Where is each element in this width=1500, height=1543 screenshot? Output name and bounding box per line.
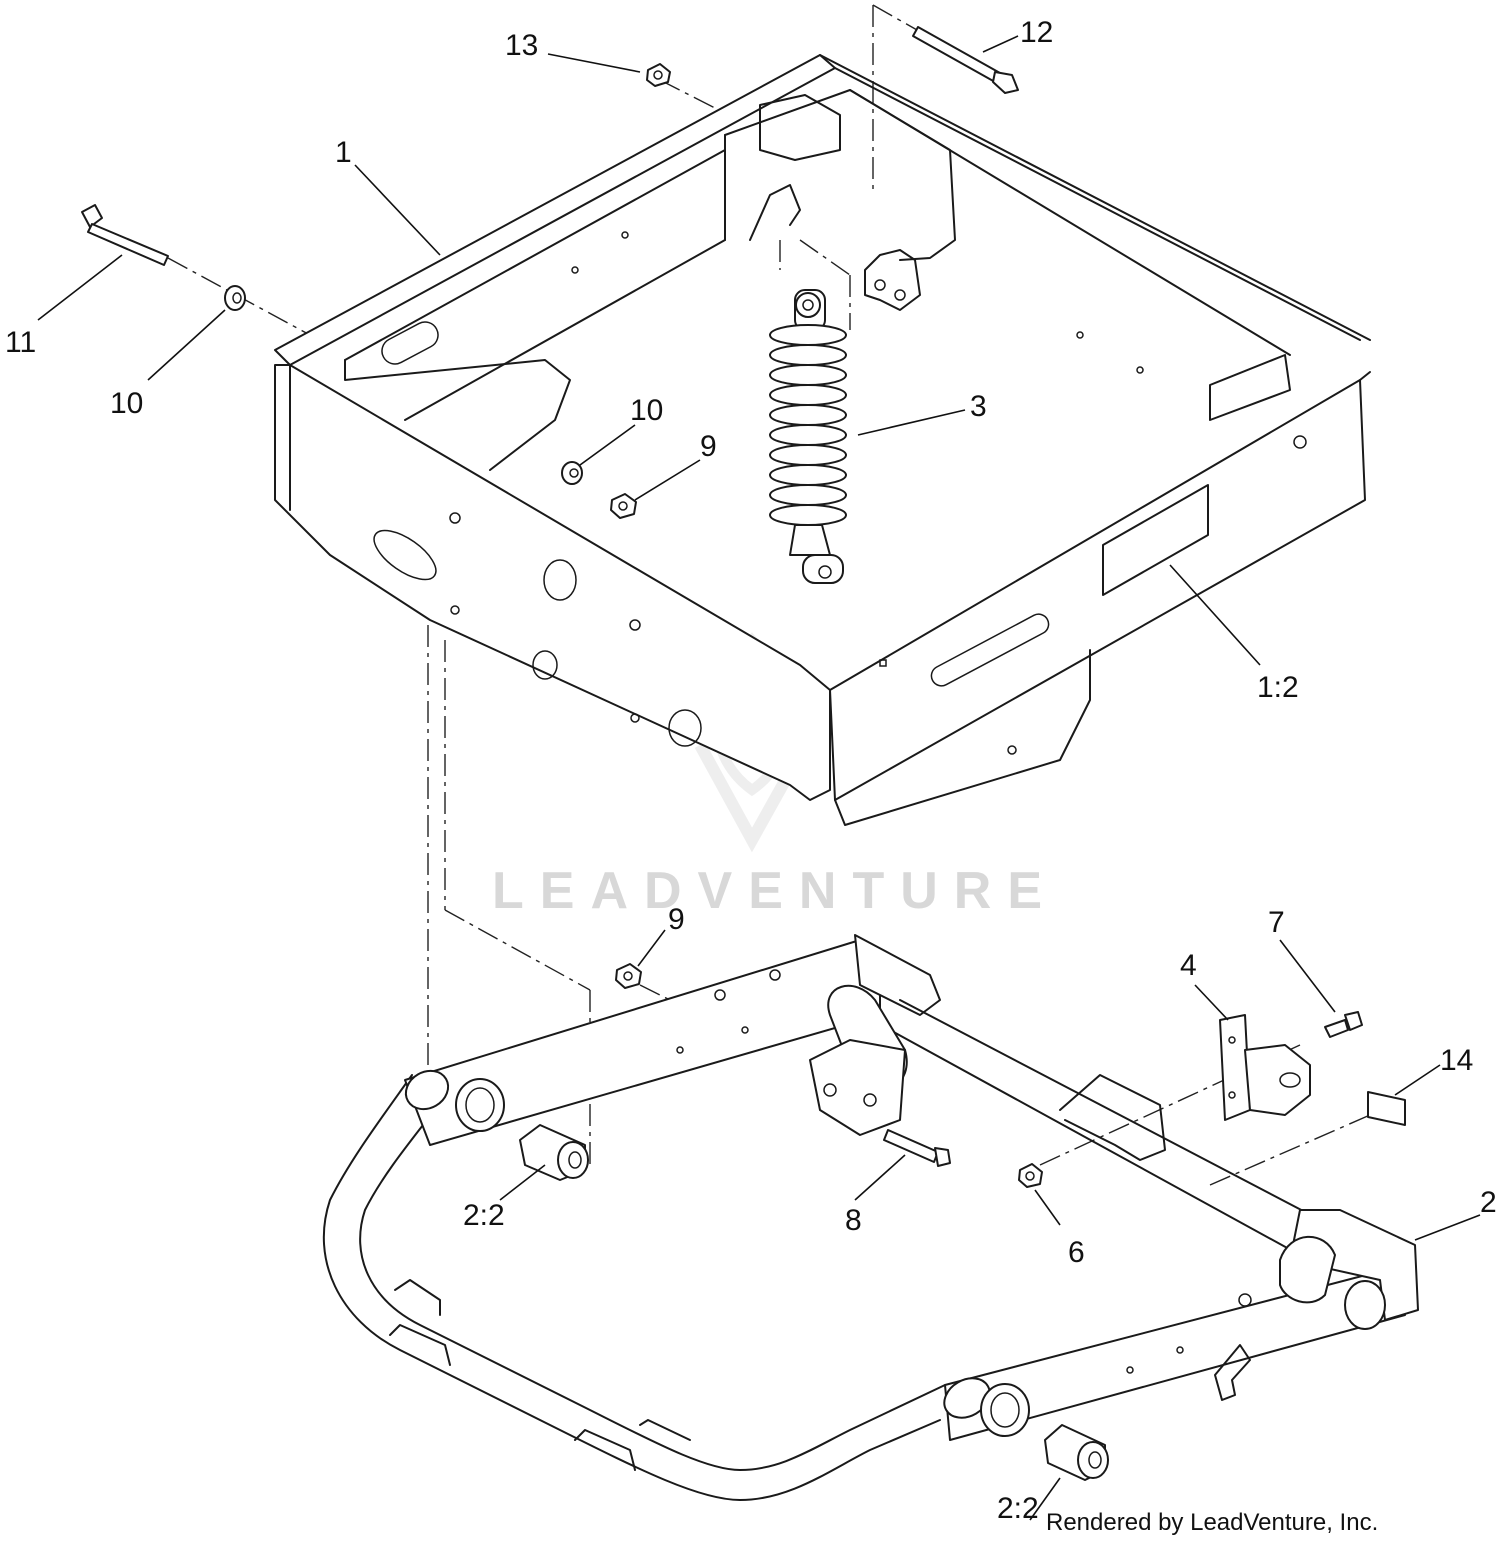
callout-10-inner: 10 xyxy=(630,394,663,427)
suspension-frame-part-2 xyxy=(322,934,1419,1501)
leader-lines xyxy=(37,35,1481,1521)
washer-part-10-left xyxy=(224,285,246,311)
washer-part-10-inner xyxy=(561,461,583,485)
callout-10-left: 10 xyxy=(110,387,143,420)
callout-1: 1 xyxy=(335,136,352,169)
callout-2-2-right: 2:2 xyxy=(997,1492,1039,1525)
watermark-text: LEADVENTURE xyxy=(492,862,1058,920)
callout-2: 2 xyxy=(1480,1186,1497,1219)
nut-part-9-lower xyxy=(615,963,642,989)
bolt-part-7 xyxy=(1324,1011,1363,1038)
nut-part-13 xyxy=(646,63,671,87)
decal-part-14 xyxy=(1367,1091,1406,1126)
nut-part-6 xyxy=(1018,1163,1043,1188)
callout-9-upper: 9 xyxy=(700,430,717,463)
shock-absorber-part-3 xyxy=(769,289,847,584)
callout-4: 4 xyxy=(1180,949,1197,982)
callout-13: 13 xyxy=(505,29,538,62)
callout-3: 3 xyxy=(970,390,987,423)
callout-1-2: 1:2 xyxy=(1257,671,1299,704)
callout-8: 8 xyxy=(845,1204,862,1237)
bolt-part-8 xyxy=(883,1129,951,1167)
callout-labels: 13 12 1 11 10 10 9 3 1:2 9 7 4 14 2:2 8 … xyxy=(5,16,1497,1525)
nut-part-9-upper xyxy=(610,493,637,519)
callout-2-2-left: 2:2 xyxy=(463,1199,505,1232)
callout-12: 12 xyxy=(1020,16,1053,49)
callout-9-lower: 9 xyxy=(668,903,685,936)
bolt-part-11 xyxy=(81,204,169,266)
callout-11: 11 xyxy=(5,326,36,359)
bushing-part-2-2-right xyxy=(1044,1424,1109,1481)
rendered-by-credit: Rendered by LeadVenture, Inc. xyxy=(1046,1509,1378,1536)
bolt-part-12 xyxy=(912,26,1019,94)
bushing-part-2-2-left xyxy=(519,1124,589,1181)
bracket-part-4 xyxy=(1219,1014,1311,1121)
callout-6: 6 xyxy=(1068,1236,1085,1269)
callout-14: 14 xyxy=(1440,1044,1473,1077)
callout-7: 7 xyxy=(1268,906,1285,939)
seat-frame-part-1 xyxy=(274,54,1371,826)
